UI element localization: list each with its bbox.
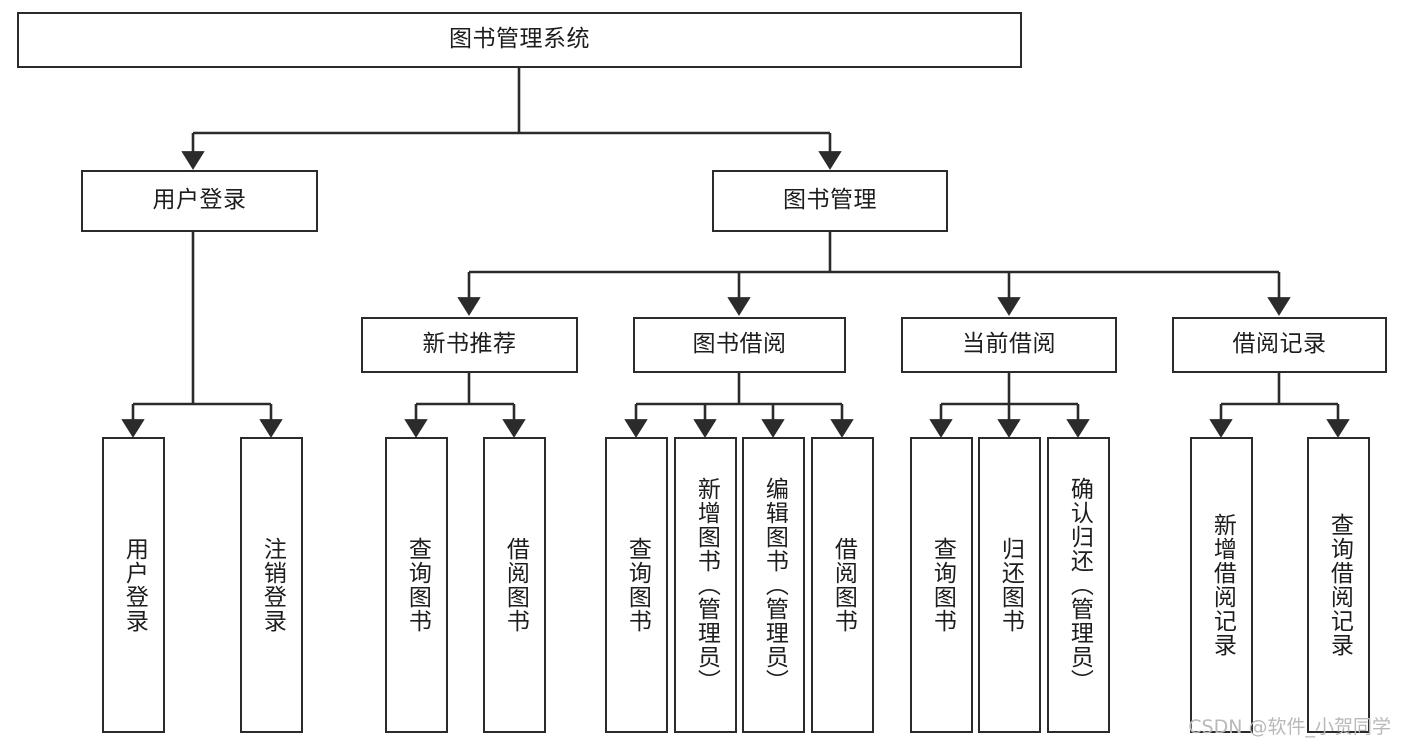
node-leaf-confirm-return-label: 确认归还（管理员） xyxy=(1066,477,1093,693)
node-borrow-record[interactable]: 借阅记录 xyxy=(1172,317,1387,373)
node-leaf-logout-label: 注销登录 xyxy=(259,537,286,633)
node-borrow-record-label: 借阅记录 xyxy=(1232,331,1327,358)
node-current-borrow-label: 当前借阅 xyxy=(962,331,1056,358)
node-leaf-edit-book[interactable]: 编辑图书（管理员） xyxy=(742,437,805,733)
node-leaf-add-book[interactable]: 新增图书（管理员） xyxy=(674,437,737,733)
node-leaf-borrow-book-1[interactable]: 借阅图书 xyxy=(483,437,546,733)
node-leaf-query-record[interactable]: 查询借阅记录 xyxy=(1307,437,1370,733)
node-leaf-query-book-3[interactable]: 查询图书 xyxy=(910,437,973,733)
node-book-mgmt-label: 图书管理 xyxy=(783,187,877,214)
node-leaf-logout[interactable]: 注销登录 xyxy=(240,437,303,733)
node-user-login[interactable]: 用户登录 xyxy=(81,170,318,232)
node-leaf-query-record-label: 查询借阅记录 xyxy=(1326,513,1353,657)
node-leaf-query-book-1[interactable]: 查询图书 xyxy=(385,437,448,733)
node-leaf-user-login-label: 用户登录 xyxy=(121,537,148,633)
node-new-book-rec-label: 新书推荐 xyxy=(422,331,517,358)
node-current-borrow[interactable]: 当前借阅 xyxy=(901,317,1117,373)
node-leaf-add-book-label: 新增图书（管理员） xyxy=(693,477,720,693)
node-leaf-add-record[interactable]: 新增借阅记录 xyxy=(1190,437,1253,733)
node-root-label: 图书管理系统 xyxy=(449,26,590,53)
node-leaf-user-login[interactable]: 用户登录 xyxy=(102,437,165,733)
node-book-borrow-label: 图书借阅 xyxy=(692,331,787,358)
node-leaf-return-book[interactable]: 归还图书 xyxy=(978,437,1041,733)
node-new-book-rec[interactable]: 新书推荐 xyxy=(361,317,578,373)
node-leaf-borrow-book-1-label: 借阅图书 xyxy=(502,537,529,633)
node-leaf-query-book-3-label: 查询图书 xyxy=(929,537,956,633)
node-leaf-edit-book-label: 编辑图书（管理员） xyxy=(761,477,788,693)
node-root[interactable]: 图书管理系统 xyxy=(17,12,1022,68)
node-leaf-query-book-2-label: 查询图书 xyxy=(624,537,651,633)
node-leaf-return-book-label: 归还图书 xyxy=(997,537,1024,633)
node-book-borrow[interactable]: 图书借阅 xyxy=(633,317,846,373)
node-leaf-query-book-1-label: 查询图书 xyxy=(404,537,431,633)
node-book-mgmt[interactable]: 图书管理 xyxy=(712,170,948,232)
node-leaf-borrow-book-2-label: 借阅图书 xyxy=(830,537,857,633)
node-user-login-label: 用户登录 xyxy=(152,187,247,214)
node-leaf-add-record-label: 新增借阅记录 xyxy=(1209,513,1236,657)
node-leaf-borrow-book-2[interactable]: 借阅图书 xyxy=(811,437,874,733)
node-leaf-confirm-return[interactable]: 确认归还（管理员） xyxy=(1047,437,1110,733)
node-leaf-query-book-2[interactable]: 查询图书 xyxy=(605,437,668,733)
